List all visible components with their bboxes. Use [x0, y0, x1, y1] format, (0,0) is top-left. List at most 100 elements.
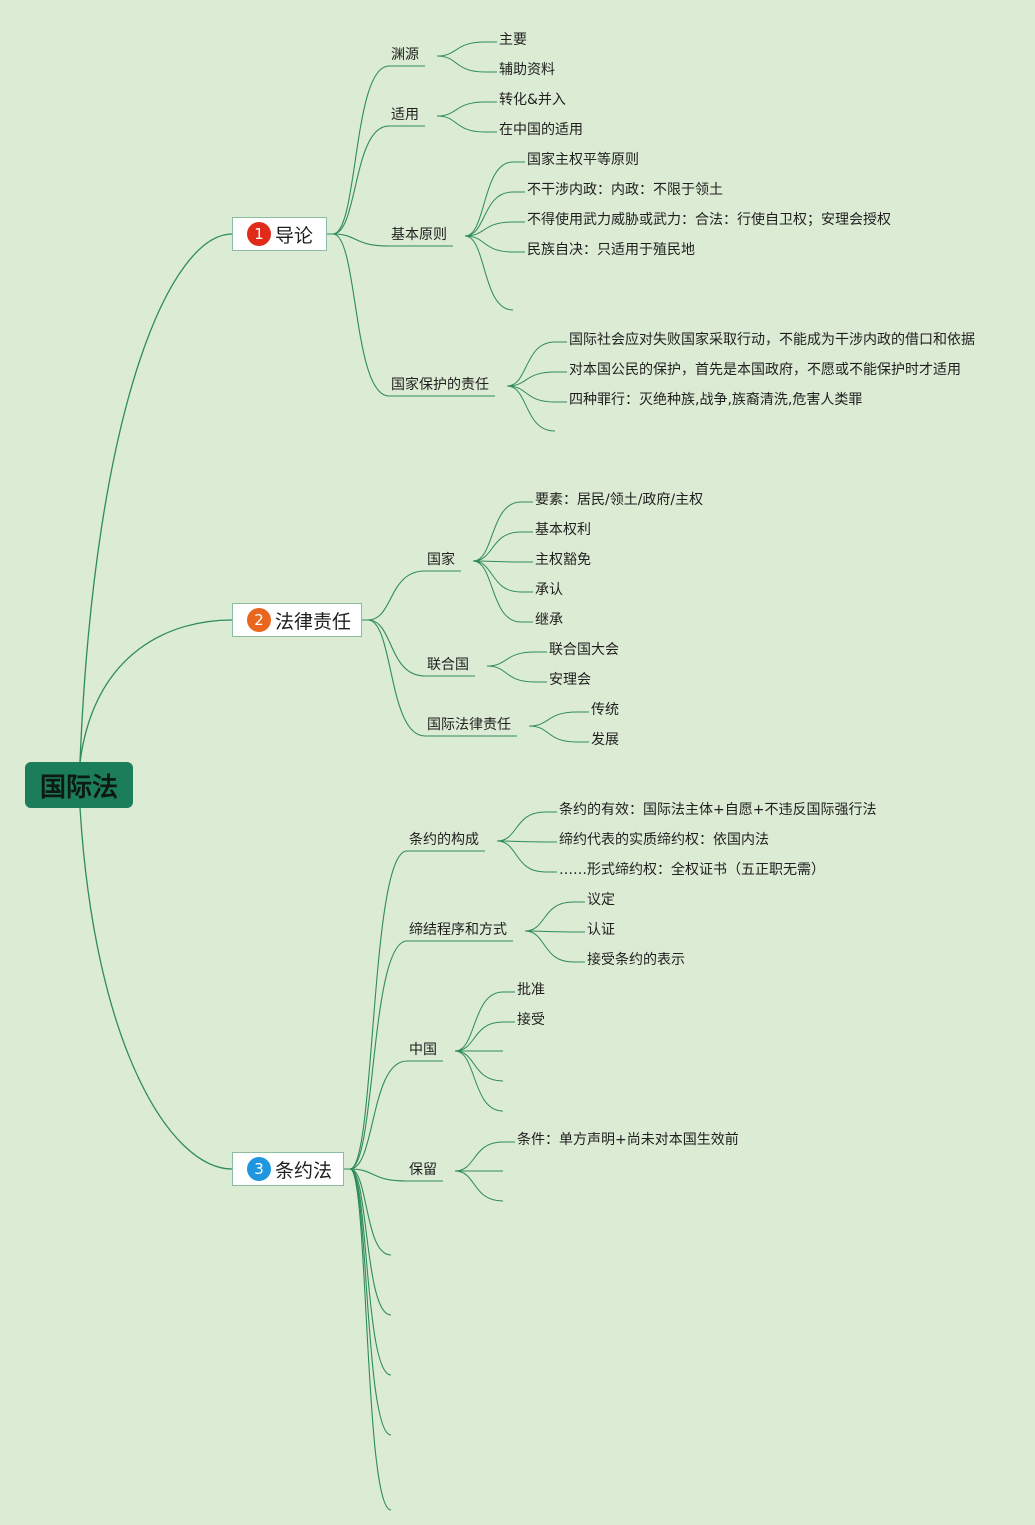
leaf-node[interactable]: 民族自决：只适用于殖民地: [527, 242, 695, 258]
subtopic-node[interactable]: 中国: [409, 1042, 437, 1058]
link-topic-sub: [349, 1168, 392, 1376]
leaf-node[interactable]: 条件：单方声明+尚未对本国生效前: [517, 1132, 739, 1148]
link-topic-sub: [349, 1168, 392, 1316]
link-sub-leaf: [506, 385, 556, 432]
leaf-node[interactable]: 对本国公民的保护，首先是本国政府，不愿或不能保护时才适用: [569, 362, 961, 378]
link-sub-leaf: [436, 55, 486, 73]
link-sub-leaf: [472, 531, 522, 562]
link-sub-leaf: [464, 235, 514, 311]
topic-intro[interactable]: 1 导论: [232, 217, 327, 251]
link-sub-leaf: [454, 1141, 504, 1172]
leaf-node[interactable]: 条约的有效：国际法主体+自愿+不违反国际强行法: [559, 802, 877, 818]
link-sub-leaf: [454, 991, 504, 1052]
link-sub-leaf: [454, 1021, 504, 1052]
topic-label: 法律责任: [275, 610, 352, 633]
number-badge-3: 3: [247, 1157, 271, 1181]
leaf-node[interactable]: 议定: [587, 892, 615, 908]
subtopic-node[interactable]: 保留: [409, 1162, 437, 1178]
link-topic-sub: [332, 233, 390, 397]
leaf-node[interactable]: 联合国大会: [549, 642, 619, 658]
leaf-node[interactable]: 四种罪行：灭绝种族,战争,族裔清洗,危害人类罪: [569, 392, 863, 408]
link-topic-sub: [349, 1168, 392, 1436]
leaf-node[interactable]: 批准: [517, 982, 545, 998]
topic-label: 条约法: [275, 1159, 333, 1182]
leaf-node[interactable]: 国际社会应对失败国家采取行动，不能成为干涉内政的借口和依据: [569, 332, 975, 348]
link-topic-sub: [367, 619, 426, 737]
link-sub-leaf: [436, 41, 486, 57]
leaf-node[interactable]: 主权豁免: [535, 552, 591, 568]
leaf-node[interactable]: 基本权利: [535, 522, 591, 538]
subtopic-node[interactable]: 国际法律责任: [427, 717, 511, 733]
leaf-node[interactable]: 接受条约的表示: [587, 952, 685, 968]
link-sub-leaf: [496, 840, 546, 873]
link-topic-sub: [367, 570, 426, 621]
subtopic-node[interactable]: 国家保护的责任: [391, 377, 489, 393]
subtopic-node[interactable]: 国家: [427, 552, 455, 568]
link-sub-leaf: [472, 501, 522, 562]
leaf-node[interactable]: 在中国的适用: [499, 122, 583, 138]
link-sub-leaf: [464, 161, 514, 237]
link-sub-leaf: [436, 115, 486, 133]
link-sub-leaf: [454, 1050, 504, 1082]
link-topic-sub: [367, 619, 426, 677]
link-root-topic-2: [79, 619, 233, 763]
link-topic-sub: [349, 1168, 392, 1511]
link-sub-leaf: [496, 840, 546, 843]
link-root-topic-3: [79, 807, 233, 1170]
link-topic-sub: [332, 65, 390, 235]
subtopic-node[interactable]: 条约的构成: [409, 832, 479, 848]
subtopic-node[interactable]: 缔结程序和方式: [409, 922, 507, 938]
link-sub-leaf: [486, 651, 536, 667]
link-sub-leaf: [436, 101, 486, 117]
subtopic-node[interactable]: 基本原则: [391, 227, 447, 243]
leaf-node[interactable]: 主要: [499, 32, 527, 48]
root-node[interactable]: 国际法: [25, 762, 133, 808]
link-sub-leaf: [454, 1050, 504, 1112]
leaf-node[interactable]: 承认: [535, 582, 563, 598]
number-badge-2: 2: [247, 608, 271, 632]
link-sub-leaf: [528, 725, 578, 743]
topic-label: 导论: [275, 224, 314, 247]
link-topic-sub: [332, 233, 390, 247]
leaf-node[interactable]: 认证: [587, 922, 615, 938]
leaf-node[interactable]: 传统: [591, 702, 619, 718]
topic-legal-responsibility[interactable]: 2 法律责任: [232, 603, 362, 637]
subtopic-node[interactable]: 渊源: [391, 47, 419, 63]
leaf-node[interactable]: 继承: [535, 612, 563, 628]
link-topic-sub: [349, 940, 408, 1170]
leaf-node[interactable]: 缔约代表的实质缔约权：依国内法: [559, 832, 769, 848]
leaf-node[interactable]: 辅助资料: [499, 62, 555, 78]
leaf-node[interactable]: 不得使用武力威胁或武力：合法：行使自卫权；安理会授权: [527, 212, 891, 228]
link-sub-leaf: [528, 711, 578, 727]
link-sub-leaf: [506, 371, 556, 387]
leaf-node[interactable]: 国家主权平等原则: [527, 152, 639, 168]
link-sub-leaf: [524, 901, 574, 932]
subtopic-node[interactable]: 联合国: [427, 657, 469, 673]
topic-treaty-law[interactable]: 3 条约法: [232, 1152, 344, 1186]
subtopic-node[interactable]: 适用: [391, 107, 419, 123]
link-sub-leaf: [524, 930, 574, 963]
link-sub-leaf: [472, 560, 522, 623]
leaf-node[interactable]: 转化&并入: [499, 92, 566, 108]
link-topic-sub: [349, 1060, 408, 1170]
leaf-node[interactable]: 安理会: [549, 672, 591, 688]
link-sub-leaf: [496, 811, 546, 842]
leaf-node[interactable]: 发展: [591, 732, 619, 748]
link-root-topic-1: [79, 233, 233, 763]
link-sub-leaf: [472, 560, 522, 563]
leaf-node[interactable]: ……形式缔约权：全权证书（五正职无需）: [559, 862, 825, 878]
leaf-node[interactable]: 接受: [517, 1012, 545, 1028]
leaf-node[interactable]: 不干涉内政：内政：不限于领土: [527, 182, 723, 198]
link-sub-leaf: [506, 341, 556, 387]
link-topic-sub: [349, 850, 408, 1170]
link-sub-leaf: [464, 221, 514, 237]
leaf-node[interactable]: 要素：居民/领土/政府/主权: [535, 492, 704, 508]
link-sub-leaf: [524, 930, 574, 933]
link-sub-leaf: [506, 385, 556, 403]
link-sub-leaf: [486, 665, 536, 683]
link-topic-sub: [332, 125, 390, 235]
link-topic-sub: [349, 1168, 392, 1256]
link-sub-leaf: [472, 560, 522, 593]
link-sub-leaf: [454, 1170, 504, 1202]
